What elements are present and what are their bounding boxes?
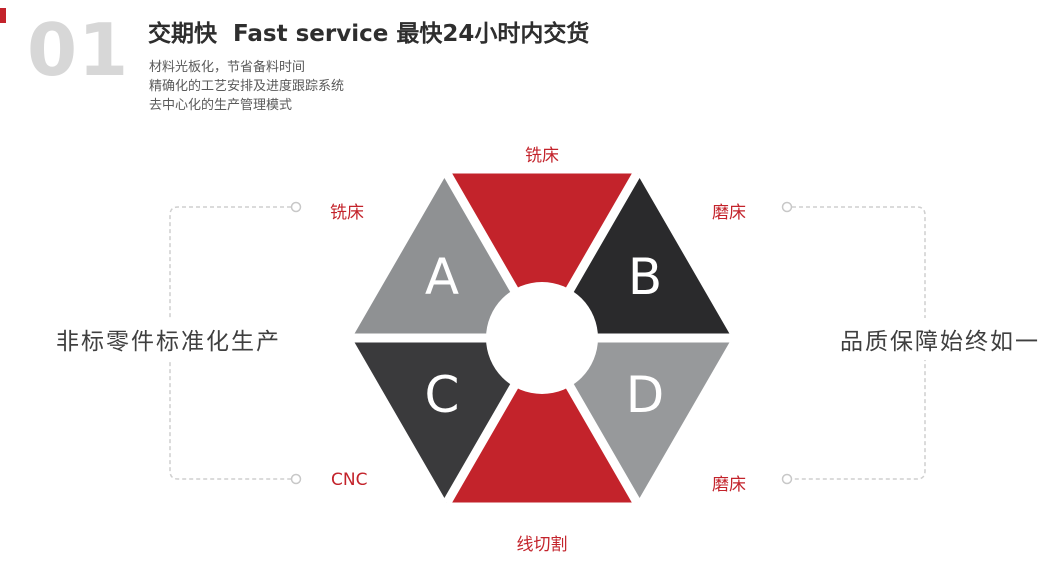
page-title: 交期快 Fast service 最快24小时内交货 [148, 21, 590, 47]
segment-a [352, 173, 542, 338]
segment-d [542, 338, 732, 503]
letter-b: B [627, 248, 663, 306]
subtitle-block: 材料光板化，节省备料时间 精确化的工艺安排及进度跟踪系统 去中心化的生产管理模式 [149, 58, 344, 115]
connector-dot-upper-right [781, 201, 793, 213]
right-connector-line [792, 206, 926, 480]
letter-c: C [424, 366, 460, 424]
letter-a: A [424, 248, 460, 306]
letter-d: D [625, 366, 665, 424]
label-top: 铣床 [525, 146, 559, 166]
segment-top-red [447, 173, 637, 338]
label-lower-right: 磨床 [712, 475, 746, 495]
subtitle-line-2: 精确化的工艺安排及进度跟踪系统 [149, 79, 345, 94]
connector-dot-lower-right [781, 473, 793, 485]
label-upper-left: 铣床 [330, 203, 364, 223]
subtitle-line-1: 材料光板化，节省备料时间 [149, 60, 306, 75]
section-number: 01 [27, 8, 130, 92]
label-bottom: 线切割 [516, 535, 568, 555]
connector-dot-upper-left [290, 201, 302, 213]
side-text-left: 非标零件标准化生产 [54, 318, 283, 360]
subtitle-line-3: 去中心化的生产管理模式 [149, 98, 293, 113]
connector-dot-lower-left [290, 473, 302, 485]
side-text-right: 品质保障始终如一 [838, 318, 1042, 360]
segment-b [542, 173, 732, 338]
label-lower-left: CNC [331, 470, 368, 490]
segment-c [352, 338, 542, 503]
label-upper-right: 磨床 [712, 203, 746, 223]
segment-bottom-red [447, 338, 637, 503]
center-circle [486, 282, 598, 394]
corner-accent-bar [0, 8, 6, 23]
